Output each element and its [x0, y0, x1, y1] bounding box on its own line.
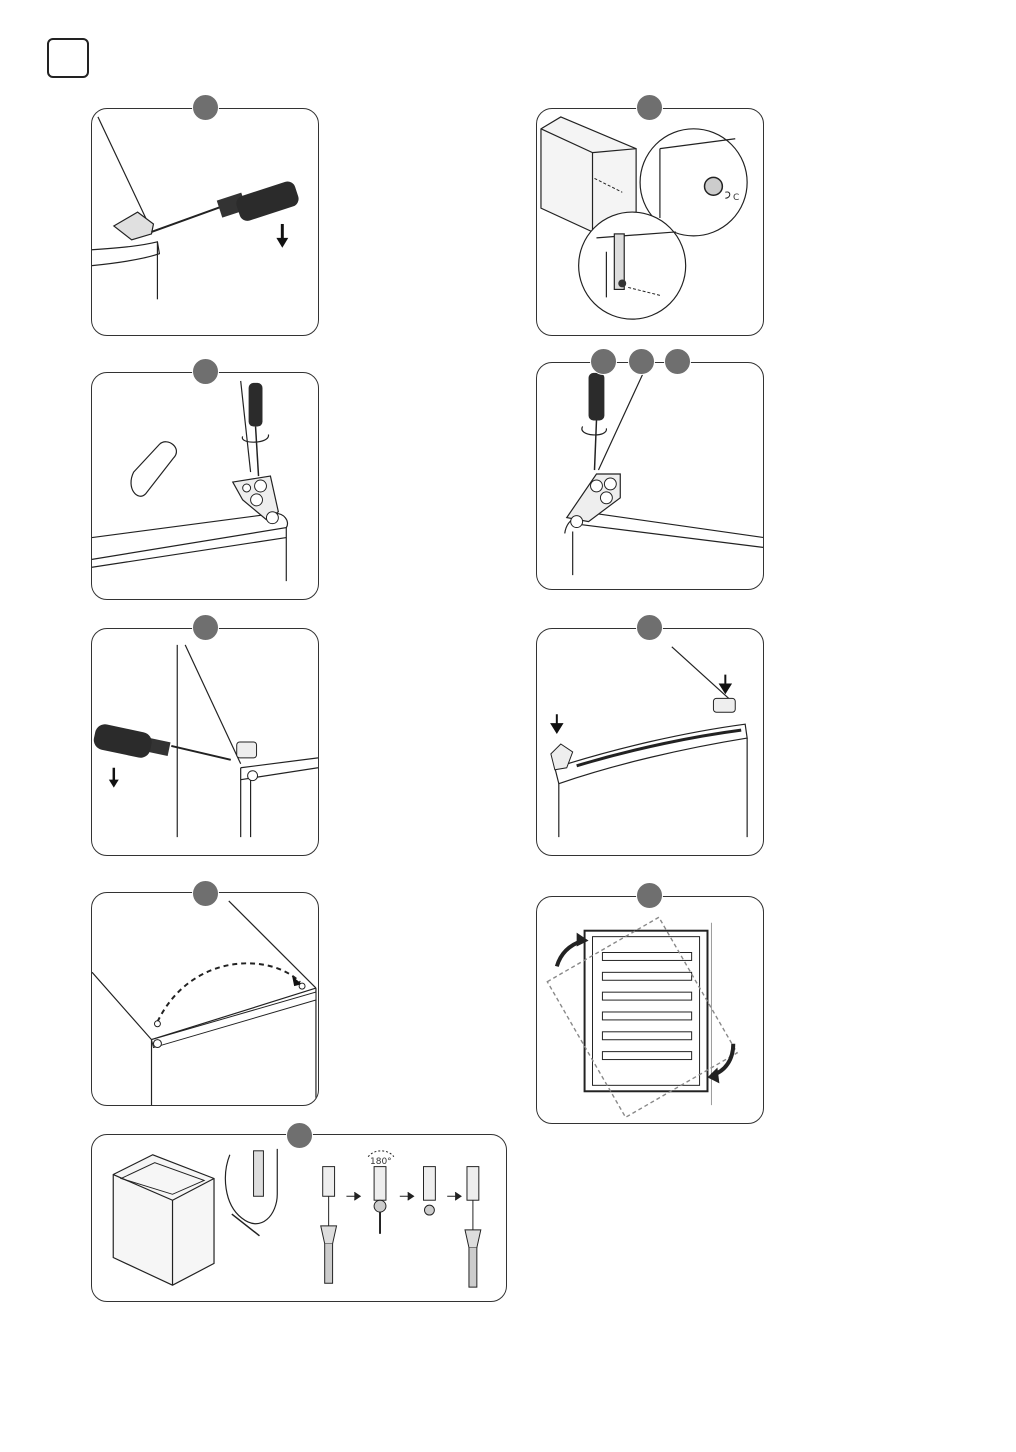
- step-badge-7: [636, 614, 663, 641]
- step-panel-move-pin: [91, 892, 319, 1106]
- step-badge-9: [286, 1122, 313, 1149]
- step-panel-mount-hinge-left: [536, 362, 764, 590]
- illustration-fit-covers: [537, 629, 763, 855]
- illustration-mount-hinge-left: [537, 363, 763, 589]
- step-panel-fit-covers: [536, 628, 764, 856]
- step-badge-3: [192, 358, 219, 385]
- step-badge-1: [192, 94, 219, 121]
- section-box: [47, 38, 89, 78]
- step-panel-remove-cover: [91, 108, 319, 336]
- rotation-hint: C: [733, 193, 739, 203]
- step-badge-6a: [590, 348, 617, 375]
- illustration-move-pin: [92, 893, 318, 1105]
- step-badge-5: [192, 880, 219, 907]
- illustration-reverse-gasket: [537, 897, 763, 1123]
- rotation-label: 180°: [370, 1157, 392, 1167]
- step-panel-unscrew-top-hinge: [91, 372, 319, 600]
- illustration-remove-left-cover: [92, 629, 318, 855]
- illustration-reverse-hinge-pin: [92, 1135, 506, 1301]
- step-badge-2: [636, 94, 663, 121]
- illustration-unscrew-top-hinge: [92, 373, 318, 599]
- step-badge-8: [636, 882, 663, 909]
- illustration-remove-cover: [92, 109, 318, 335]
- step-badge-4: [192, 614, 219, 641]
- step-panel-hinge-closeup: C: [536, 108, 764, 336]
- step-panel-reverse-hinge-pin: 180°: [91, 1134, 507, 1302]
- step-badge-6b: [628, 348, 655, 375]
- step-badge-6c: [664, 348, 691, 375]
- step-panel-remove-left-cover: [91, 628, 319, 856]
- step-panel-reverse-gasket: [536, 896, 764, 1124]
- illustration-hinge-closeup: [537, 109, 763, 335]
